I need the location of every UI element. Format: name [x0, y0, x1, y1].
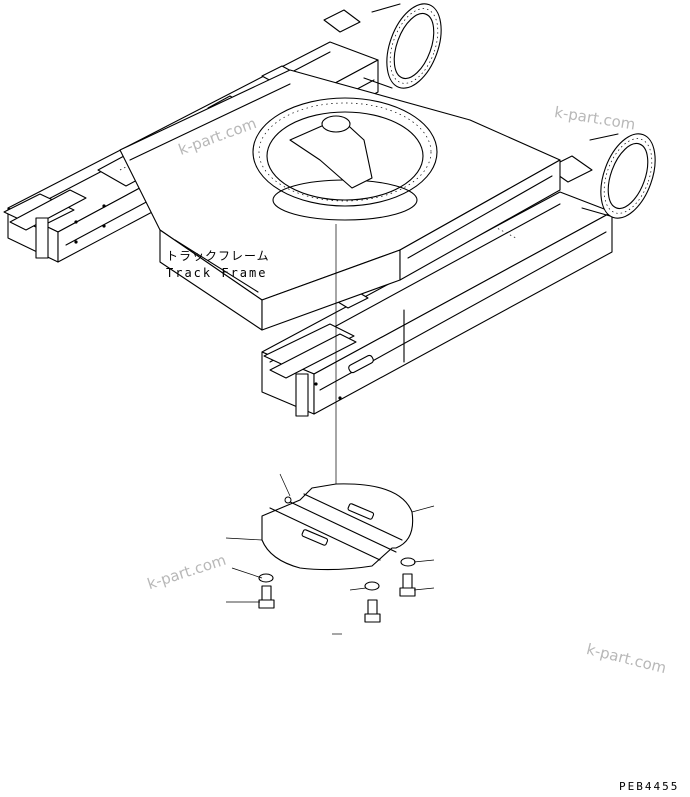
right-track-rail: [261, 155, 613, 417]
undercover-plate-icon: [261, 483, 414, 571]
part-name-english: Track Frame: [166, 266, 268, 280]
track-frame-icon: [3, 3, 656, 417]
rear-drive-hub: [323, 3, 442, 89]
front-drive-hub: [581, 133, 656, 219]
washer-icon: [258, 557, 416, 591]
center-body: [119, 69, 561, 331]
leader-lines: [225, 473, 435, 635]
part-name-japanese: トラックフレーム: [166, 249, 270, 263]
drawing-code: PEB4455: [619, 780, 680, 793]
bolt-icon: [258, 573, 416, 623]
